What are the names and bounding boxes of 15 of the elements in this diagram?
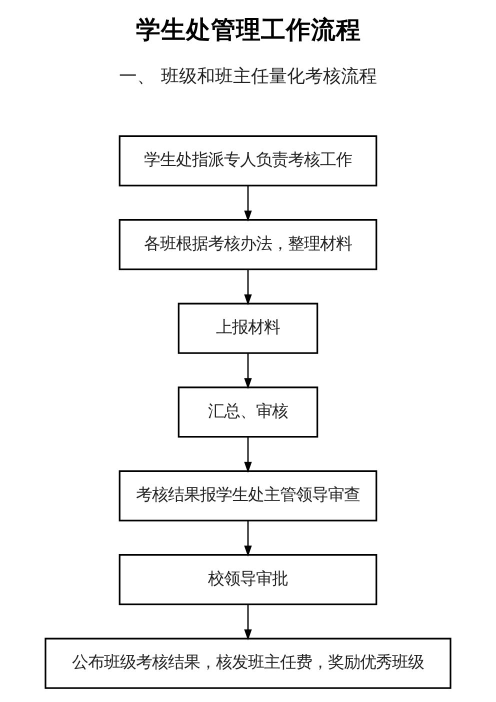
node-box: 学生处指派专人负责考核工作 (118, 135, 378, 186)
arrow (244, 353, 252, 390)
arrow (244, 186, 252, 222)
arrow (244, 436, 252, 473)
diagram-title: 学生处管理工作流程 (136, 14, 362, 44)
label: 一、 班级和班主任量化考核流程 (119, 66, 377, 87)
arrow (244, 520, 252, 557)
node-box: 公布班级考核结果，核发班主任费，奖励优秀班级 (44, 638, 452, 689)
node-box: 考核结果报学生处主管领导审查 (118, 470, 378, 522)
node-box: 校领导审批 (118, 554, 378, 606)
node-box: 上报材料 (178, 302, 318, 354)
arrow (244, 604, 252, 640)
node-box: 各班根据考核办法，整理材料 (118, 219, 378, 270)
node-box: 汇总、审核 (178, 386, 318, 438)
arrow (244, 269, 252, 306)
